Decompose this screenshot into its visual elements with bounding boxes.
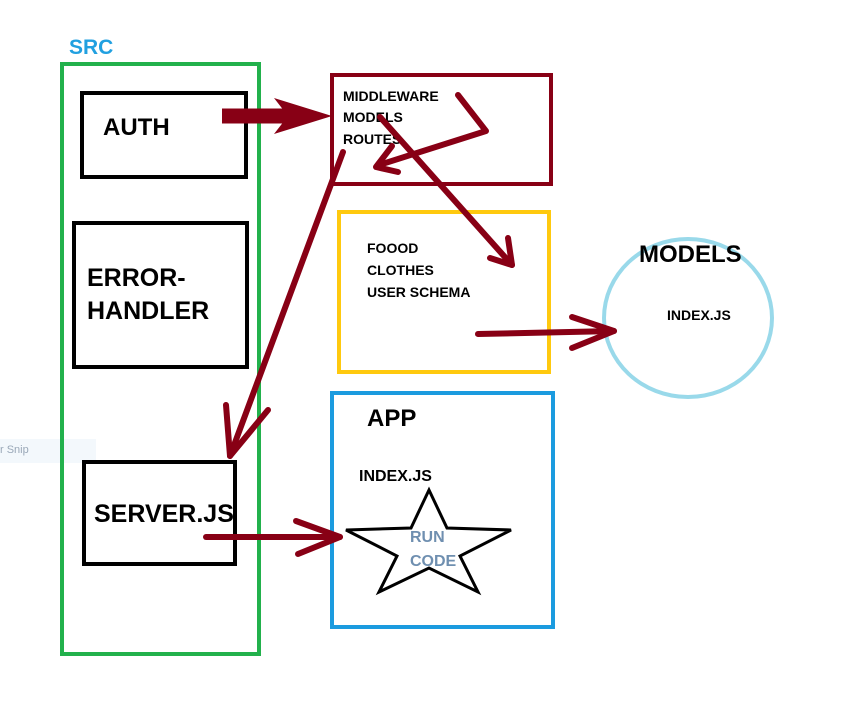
- server-label: SERVER.JS: [94, 500, 234, 528]
- error-handler-label-line1: ERROR-: [87, 264, 186, 292]
- snip-overlay-text: r Snip: [0, 444, 29, 456]
- schema-node: [337, 210, 551, 374]
- models-item: MODELS: [343, 109, 403, 125]
- app-title: APP: [367, 405, 417, 432]
- src-title: SRC: [69, 36, 114, 59]
- server-node: [82, 460, 237, 566]
- app-node: [330, 391, 555, 629]
- models-node: [602, 237, 774, 399]
- food-schema-item: FOOOD: [367, 240, 419, 256]
- arrow-server-to-app: [203, 518, 343, 557]
- routes-item: ROUTES: [343, 131, 402, 147]
- error-handler-node: [72, 221, 249, 369]
- snip-overlay: [0, 439, 96, 463]
- src-container: [60, 62, 261, 656]
- arrow-models-to-schema: [377, 114, 515, 268]
- arrow-auth-to-middleware: [222, 98, 332, 134]
- run-code-star: [345, 486, 512, 596]
- clothes-schema-item: CLOTHES: [367, 262, 434, 278]
- app-index-file: INDEX.JS: [359, 468, 432, 485]
- run-code-label-line1: RUN: [410, 529, 445, 546]
- middleware-item: MIDDLEWARE: [343, 88, 439, 104]
- models-index-file: INDEX.JS: [667, 307, 731, 323]
- auth-label: AUTH: [103, 114, 170, 141]
- models-title: MODELS: [639, 241, 742, 268]
- run-code-label-line2: CODE: [410, 553, 457, 570]
- error-handler-label-line2: HANDLER: [87, 297, 210, 325]
- auth-node: [80, 91, 248, 179]
- arrow-routes-to-server: [223, 149, 346, 459]
- arrow-schema-to-models: [475, 314, 617, 351]
- user-schema-item: USER SCHEMA: [367, 284, 471, 300]
